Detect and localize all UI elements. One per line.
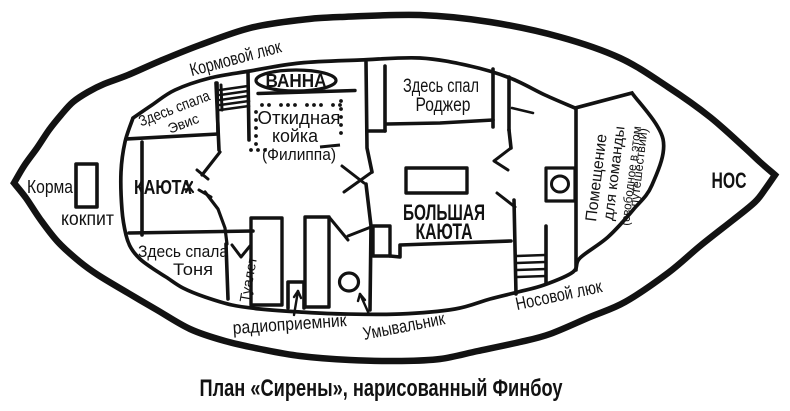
svg-text:Туалет: Туалет (236, 255, 260, 304)
svg-text:План «Сирены», нарисованный Фи: План «Сирены», нарисованный Финбоу (200, 375, 563, 402)
svg-text:Роджер: Роджер (416, 95, 471, 116)
svg-text:Тоня: Тоня (173, 260, 213, 279)
svg-text:Откидная: Откидная (258, 108, 341, 128)
svg-text:Корма: Корма (27, 177, 74, 197)
svg-text:Носовой люк: Носовой люк (514, 276, 604, 314)
svg-text:(Филиппа): (Филиппа) (262, 145, 336, 164)
svg-text:Здесь спал: Здесь спал (403, 76, 479, 97)
svg-text:НОС: НОС (712, 168, 747, 193)
svg-text:Здесь спала: Здесь спала (138, 242, 228, 261)
svg-text:БОЛЬШАЯ: БОЛЬШАЯ (403, 200, 485, 225)
svg-text:КАЮТА: КАЮТА (416, 219, 473, 244)
svg-text:койка: койка (272, 126, 319, 146)
svg-text:ВАННА: ВАННА (266, 70, 327, 91)
svg-text:радиоприемник: радиоприемник (232, 310, 347, 338)
svg-text:кокпит: кокпит (61, 209, 114, 230)
svg-text:КАЮТА: КАЮТА (134, 177, 192, 199)
